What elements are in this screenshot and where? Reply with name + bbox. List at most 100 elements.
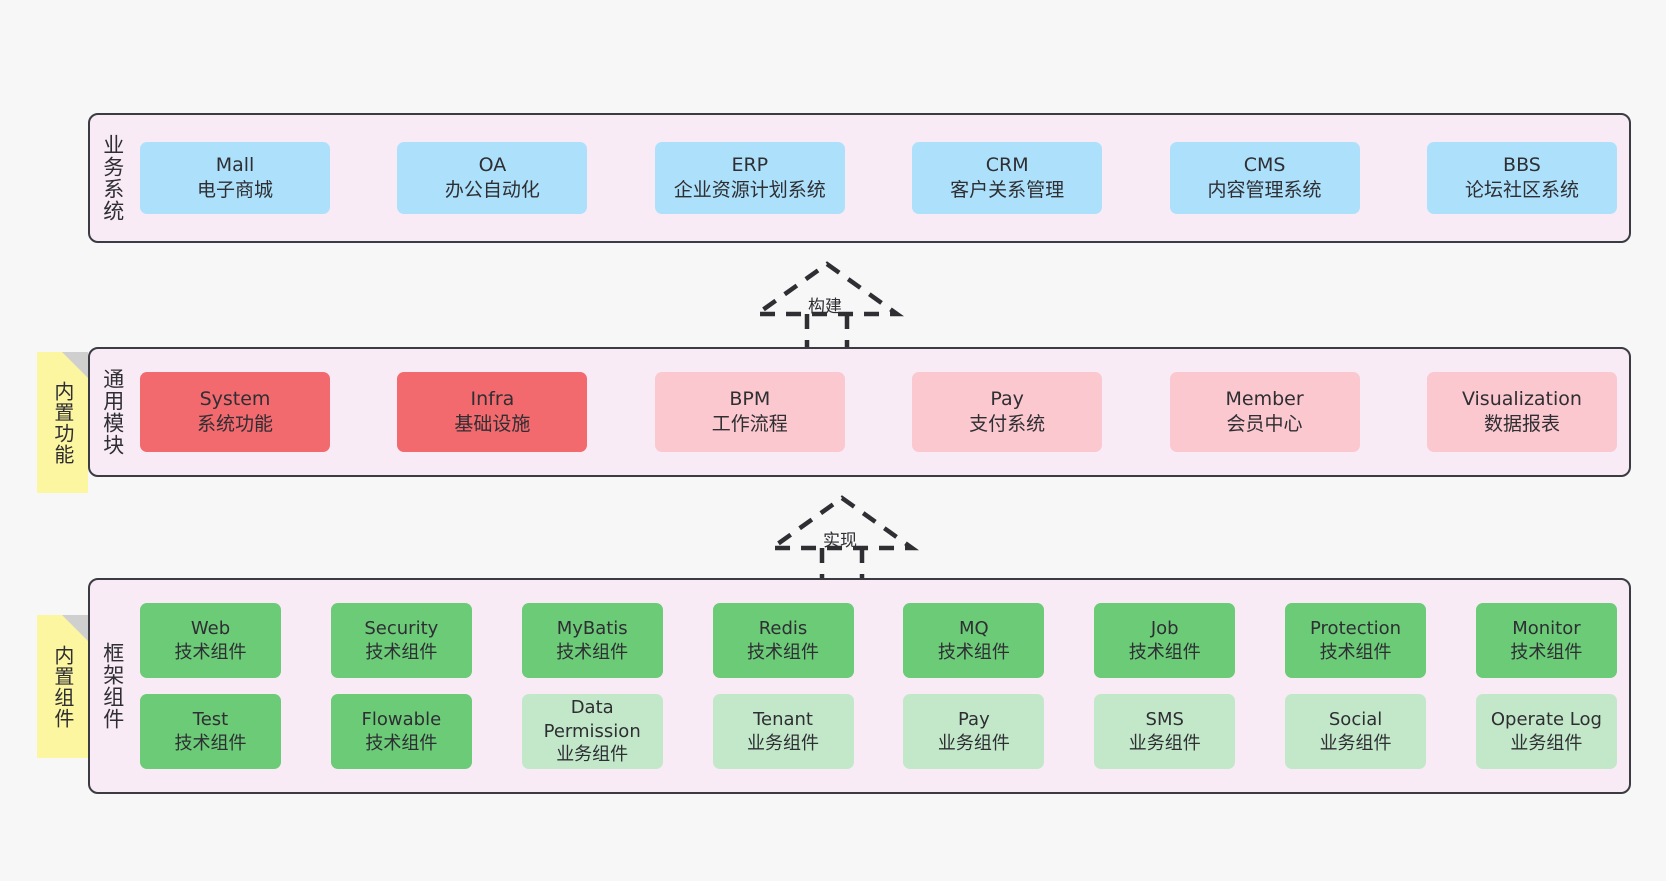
card-title-cn: 技术组件 — [937, 641, 1010, 663]
card-title-cn: 电子商城 — [196, 179, 273, 201]
note-fold-corner-icon — [62, 615, 88, 641]
card-title-en: Job — [1150, 618, 1179, 640]
card-title-en: OA — [478, 154, 507, 177]
card-infra[interactable]: Infra 基础设施 — [397, 372, 588, 452]
card-title-en: SMS — [1145, 709, 1184, 731]
layer-business-systems-title: 业务系统 — [100, 134, 125, 222]
arrow-realize-label: 实现 — [823, 531, 857, 551]
arrow-build-label: 构建 — [808, 297, 842, 317]
card-crm[interactable]: CRM 客户关系管理 — [912, 142, 1103, 214]
card-mq[interactable]: MQ 技术组件 — [903, 603, 1045, 678]
card-title-cn: 技术组件 — [1510, 641, 1583, 663]
card-title-en: MyBatis — [556, 618, 628, 640]
card-title-cn: 技术组件 — [1128, 641, 1201, 663]
card-title-en: Operate Log — [1490, 709, 1602, 731]
card-title-en: BPM — [729, 388, 771, 411]
card-title-cn: 业务组件 — [556, 744, 629, 766]
card-test[interactable]: Test 技术组件 — [140, 694, 281, 769]
note-text: 内置功能 — [50, 380, 75, 465]
card-mall[interactable]: Mall 电子商城 — [140, 142, 330, 214]
note-text: 内置组件 — [50, 644, 75, 729]
card-title-cn: 数据报表 — [1483, 413, 1560, 435]
card-title-en: Test — [192, 709, 229, 731]
card-title-cn: 客户关系管理 — [950, 179, 1065, 201]
card-title-en: Infra — [470, 388, 515, 411]
card-operate-log[interactable]: Operate Log 业务组件 — [1475, 694, 1617, 769]
note-builtin-components: 内置组件 — [37, 615, 88, 758]
card-title-cn: 技术组件 — [174, 732, 247, 754]
card-title-cn: 内容管理系统 — [1207, 179, 1322, 201]
layer-common-modules-body: System 系统功能 Infra 基础设施 BPM 工作流程 Pay 支付系统… — [134, 349, 1629, 475]
layer-framework-components: 框架组件 Web 技术组件 Security 技术组件 MyBatis 技术组件… — [88, 578, 1631, 794]
card-security[interactable]: Security 技术组件 — [330, 603, 472, 678]
card-title-cn: 工作流程 — [711, 413, 788, 435]
card-title-en: CRM — [985, 154, 1029, 177]
card-title-cn: 技术组件 — [365, 732, 438, 754]
card-oa[interactable]: OA 办公自动化 — [397, 142, 588, 214]
card-data-permission[interactable]: Data Permission 业务组件 — [521, 694, 663, 769]
card-title-cn: 支付系统 — [969, 413, 1046, 435]
card-title-cn: 系统功能 — [196, 413, 273, 435]
card-title-en: Pay — [990, 388, 1024, 411]
card-bbs[interactable]: BBS 论坛社区系统 — [1426, 142, 1617, 214]
card-title-cn: 会员中心 — [1226, 413, 1303, 435]
card-title-cn: 业务组件 — [1510, 732, 1583, 754]
card-member[interactable]: Member 会员中心 — [1169, 372, 1360, 452]
card-title-en: Visualization — [1461, 388, 1582, 411]
card-web[interactable]: Web 技术组件 — [140, 603, 281, 678]
card-title-en: Member — [1225, 388, 1304, 411]
card-monitor[interactable]: Monitor 技术组件 — [1475, 603, 1617, 678]
card-tenant[interactable]: Tenant 业务组件 — [712, 694, 854, 769]
card-social[interactable]: Social 业务组件 — [1285, 694, 1427, 769]
layer-common-modules-title: 通用模块 — [100, 368, 125, 456]
card-visualization[interactable]: Visualization 数据报表 — [1426, 372, 1617, 452]
card-title-en: Flowable — [361, 709, 442, 731]
card-title-cn: 技术组件 — [747, 641, 820, 663]
card-title-cn: 技术组件 — [365, 641, 438, 663]
layer-common-modules: 通用模块 System 系统功能 Infra 基础设施 BPM 工作流程 Pay… — [88, 347, 1631, 477]
layer-framework-components-title: 框架组件 — [100, 642, 125, 730]
card-row: Web 技术组件 Security 技术组件 MyBatis 技术组件 Redi… — [140, 603, 1617, 678]
card-title-cn: 技术组件 — [174, 641, 247, 663]
card-title-en: Pay — [958, 709, 990, 731]
card-title-en: CMS — [1243, 154, 1286, 177]
card-title-en: MQ — [959, 618, 989, 640]
card-pay-module[interactable]: Pay 支付系统 — [912, 372, 1103, 452]
card-title-cn: 论坛社区系统 — [1464, 179, 1579, 201]
card-title-en: ERP — [731, 154, 769, 177]
card-title-cn: 业务组件 — [1128, 732, 1201, 754]
card-row: System 系统功能 Infra 基础设施 BPM 工作流程 Pay 支付系统… — [140, 372, 1617, 452]
card-title-en: Web — [190, 618, 231, 640]
card-title-en: Redis — [758, 618, 808, 640]
card-title-cn: 基础设施 — [454, 413, 531, 435]
card-system[interactable]: System 系统功能 — [140, 372, 330, 452]
card-title-en: BBS — [1503, 154, 1541, 177]
card-row: Mall 电子商城 OA 办公自动化 ERP 企业资源计划系统 CRM 客户关系… — [140, 142, 1617, 214]
layer-business-systems-body: Mall 电子商城 OA 办公自动化 ERP 企业资源计划系统 CRM 客户关系… — [134, 115, 1629, 241]
card-sms[interactable]: SMS 业务组件 — [1094, 694, 1236, 769]
card-title-cn: 企业资源计划系统 — [673, 179, 826, 201]
card-bpm[interactable]: BPM 工作流程 — [654, 372, 845, 452]
card-title-cn: 技术组件 — [556, 641, 629, 663]
card-title-cn: 业务组件 — [747, 732, 820, 754]
card-redis[interactable]: Redis 技术组件 — [712, 603, 854, 678]
card-title-cn: 业务组件 — [937, 732, 1010, 754]
note-fold-corner-icon — [62, 352, 88, 378]
card-title-en: Data Permission — [543, 697, 641, 742]
card-row: Test 技术组件 Flowable 技术组件 Data Permission … — [140, 694, 1617, 769]
layer-business-systems: 业务系统 Mall 电子商城 OA 办公自动化 ERP 企业资源计划系统 CRM… — [88, 113, 1631, 243]
card-erp[interactable]: ERP 企业资源计划系统 — [654, 142, 845, 214]
layer-framework-components-body: Web 技术组件 Security 技术组件 MyBatis 技术组件 Redi… — [134, 580, 1629, 792]
card-title-cn: 办公自动化 — [444, 179, 540, 201]
note-builtin-functions: 内置功能 — [37, 352, 88, 493]
card-pay-component[interactable]: Pay 业务组件 — [903, 694, 1045, 769]
card-job[interactable]: Job 技术组件 — [1094, 603, 1236, 678]
card-protection[interactable]: Protection 技术组件 — [1285, 603, 1427, 678]
card-flowable[interactable]: Flowable 技术组件 — [330, 694, 472, 769]
card-mybatis[interactable]: MyBatis 技术组件 — [521, 603, 663, 678]
card-cms[interactable]: CMS 内容管理系统 — [1169, 142, 1360, 214]
card-title-en: Mall — [215, 154, 255, 177]
card-title-en: Protection — [1310, 618, 1402, 640]
card-title-en: Social — [1328, 709, 1383, 731]
